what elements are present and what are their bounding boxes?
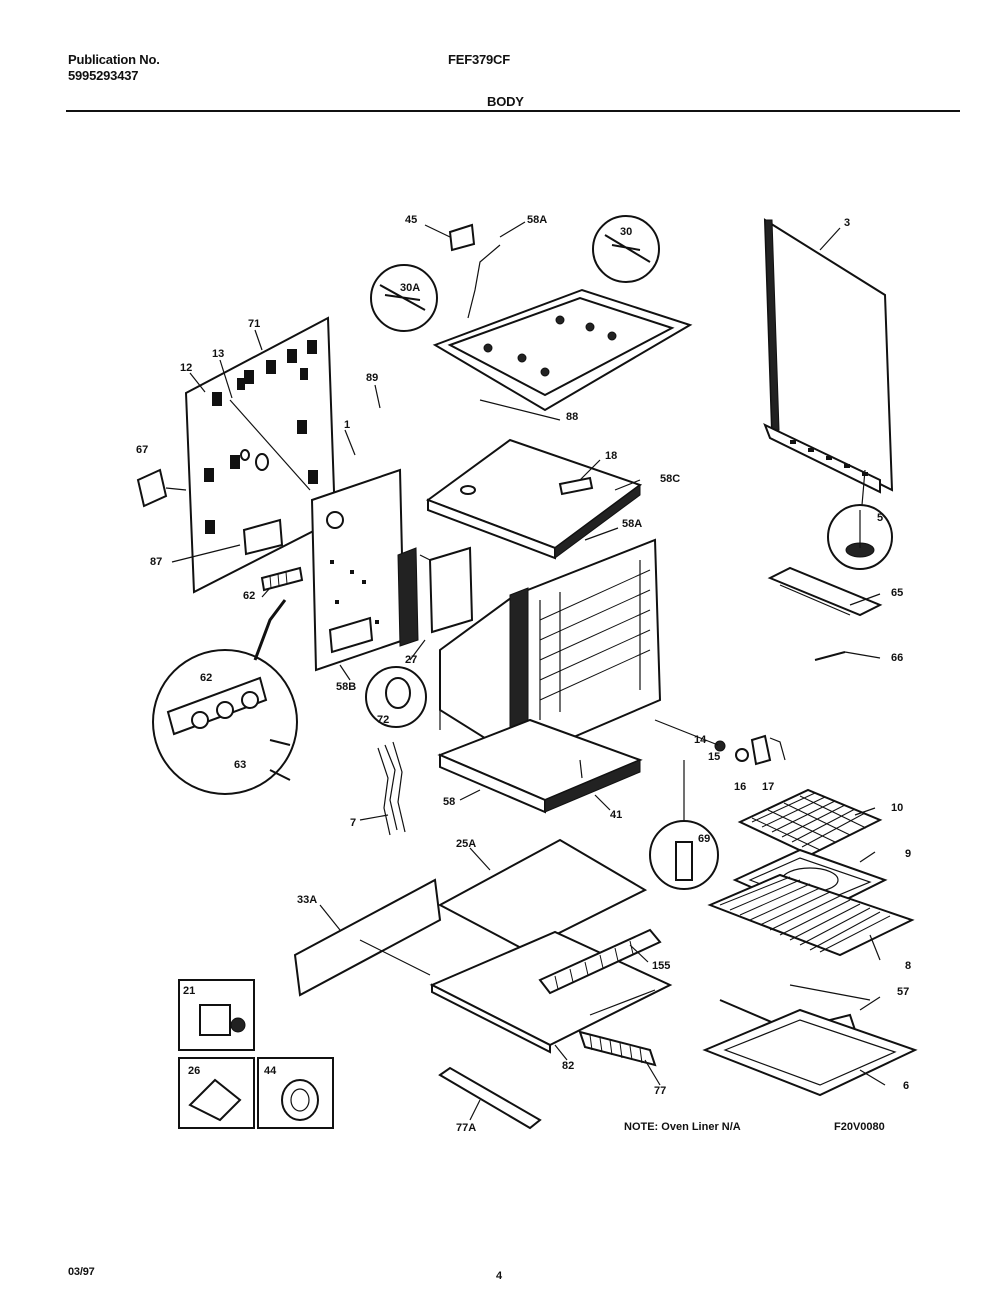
oven-rack (707, 873, 915, 957)
hinge-callout (370, 264, 438, 332)
label-33a: 33A (297, 894, 317, 906)
control-switch-callout (152, 599, 298, 795)
label-26: 26 (188, 1065, 200, 1077)
coil-insulation (578, 1030, 657, 1067)
header-rule (66, 110, 960, 112)
footer-date: 03/97 (68, 1266, 95, 1278)
oven-bottom-tray (437, 718, 643, 814)
label-8: 8 (905, 960, 911, 972)
label-66: 66 (891, 652, 903, 664)
label-62b: 62 (200, 672, 212, 684)
label-30: 30 (620, 226, 632, 238)
model-number: FEF379CF (448, 52, 510, 67)
terminal-block (260, 566, 304, 592)
label-69: 69 (698, 833, 710, 845)
label-72: 72 (377, 714, 389, 726)
label-17: 17 (762, 781, 774, 793)
oven-liner-note: NOTE: Oven Liner N/A (624, 1121, 741, 1133)
leader-lines (171, 221, 886, 1121)
bracket-callout (592, 215, 660, 283)
inset-part-26 (178, 1057, 255, 1129)
label-27: 27 (405, 654, 417, 666)
trim-strip (438, 1066, 542, 1130)
label-21: 21 (183, 985, 195, 997)
label-13: 13 (212, 348, 224, 360)
igniter-callout (649, 760, 719, 890)
label-6: 6 (903, 1080, 909, 1092)
label-71: 71 (248, 318, 260, 330)
side-panel (763, 218, 894, 494)
label-58: 58 (443, 796, 455, 808)
label-58a-mid: 58A (622, 518, 642, 530)
section-title: BODY (487, 94, 524, 109)
label-44: 44 (264, 1065, 277, 1077)
part-labels: 45 58A 30 3 30A 71 13 12 89 88 1 18 58C … (136, 214, 911, 1134)
burner-parts (654, 719, 786, 766)
inset-part-44 (257, 1057, 334, 1129)
label-87: 87 (150, 556, 162, 568)
leveling-leg-callout (827, 469, 893, 570)
label-7: 7 (350, 817, 356, 829)
label-5: 5 (877, 512, 883, 524)
label-9: 9 (905, 848, 911, 860)
cooktop-frame (432, 223, 693, 412)
label-67: 67 (136, 444, 148, 456)
label-77: 77 (654, 1085, 666, 1097)
label-88: 88 (566, 411, 578, 423)
wire-harness (377, 741, 406, 836)
label-58c: 58C (660, 473, 680, 485)
label-63: 63 (234, 759, 246, 771)
label-62a: 62 (243, 590, 255, 602)
label-45: 45 (405, 214, 417, 226)
figure-code: F20V0080 (834, 1121, 885, 1133)
label-58b: 58B (336, 681, 356, 693)
insulation-plug-callout (365, 666, 427, 728)
label-10: 10 (891, 802, 903, 814)
label-57: 57 (897, 986, 909, 998)
publication-number: 5995293437 (68, 68, 139, 83)
drip-tray (702, 1008, 918, 1097)
small-bracket (136, 468, 168, 508)
label-41: 41 (610, 809, 622, 821)
inset-part-21 (178, 979, 255, 1051)
label-1: 1 (344, 419, 350, 431)
broiler-grid (737, 788, 883, 857)
label-82: 82 (562, 1060, 574, 1072)
label-16: 16 (734, 781, 746, 793)
insulation-pad-upper (437, 838, 648, 952)
bake-element (767, 566, 883, 661)
label-14: 14 (694, 734, 707, 746)
label-155: 155 (652, 960, 670, 972)
control-panel (310, 468, 419, 672)
label-15: 15 (708, 751, 720, 763)
publication-label: Publication No. (68, 52, 160, 67)
label-89: 89 (366, 372, 378, 384)
label-18: 18 (605, 450, 617, 462)
label-30a: 30A (400, 282, 420, 294)
top-insulation (425, 438, 643, 560)
label-12: 12 (180, 362, 192, 374)
label-25a: 25A (456, 838, 476, 850)
label-3: 3 (844, 217, 850, 229)
label-65: 65 (891, 587, 903, 599)
label-77a: 77A (456, 1122, 476, 1134)
label-58a-top: 58A (527, 214, 547, 226)
footer-page: 4 (496, 1270, 502, 1282)
kick-panel (293, 878, 442, 997)
